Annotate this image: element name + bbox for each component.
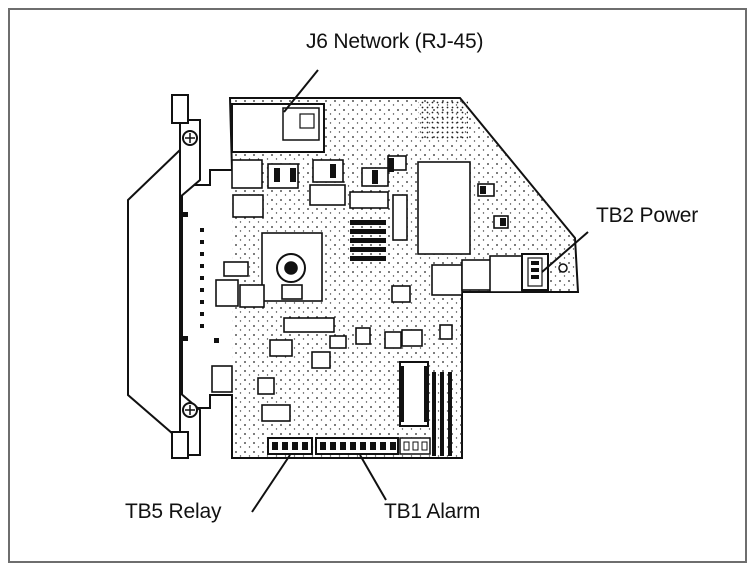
leader-tb5 [252,455,290,512]
j6-network-connector [232,104,324,152]
tb1-alarm-terminal [316,438,398,454]
leader-tb1 [360,455,386,500]
ic-chip [400,362,428,426]
tb2-pins [531,261,539,279]
screw-top-icon [183,131,197,145]
screw-bottom-icon [183,403,197,417]
tb1-alarm-label: TB1 Alarm [384,500,480,524]
tb5-relay-terminal [268,438,312,454]
tb5-relay-label: TB5 Relay [125,500,221,524]
spare-terminal [400,438,430,454]
vertical-header [432,372,452,456]
test-point-array [418,100,468,140]
j6-network-label: J6 Network (RJ-45) [306,30,483,54]
tb2-power-label: TB2 Power [596,204,698,228]
mounting-hole [559,264,567,272]
